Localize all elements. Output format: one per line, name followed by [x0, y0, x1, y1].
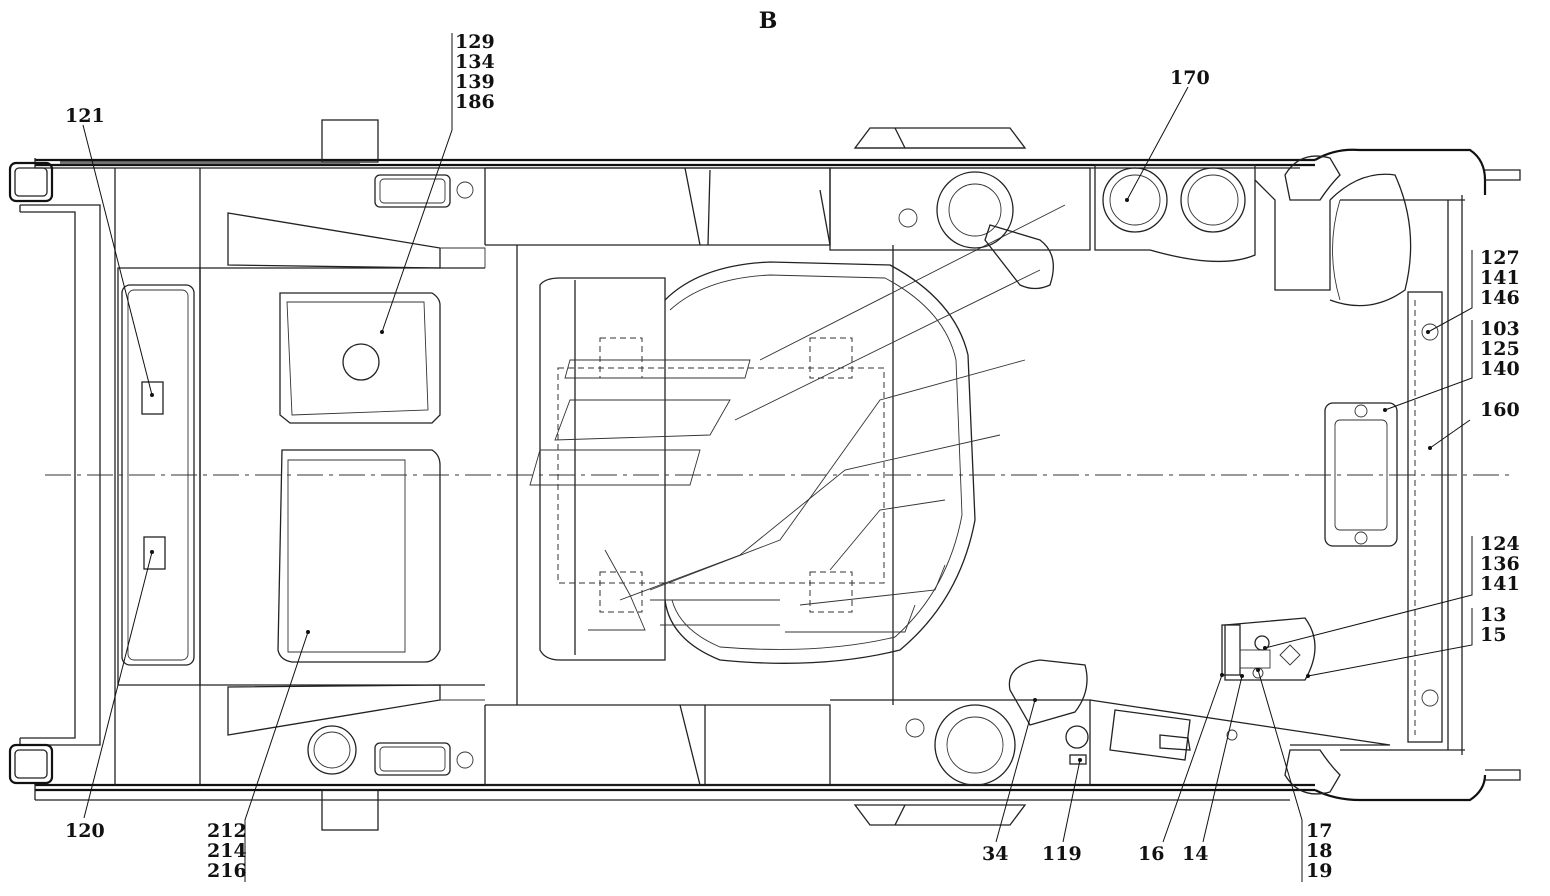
callout-16: 16 [1138, 843, 1164, 865]
callout-140: 140 [1480, 358, 1520, 380]
rear-panel [1324, 291, 1443, 743]
callout-124: 124 [1480, 533, 1520, 555]
callout-120: 120 [65, 820, 105, 842]
callout-216: 216 [207, 860, 247, 882]
callout-160: 160 [1480, 399, 1520, 421]
callout-labels: 121 129 134 139 186 170 127 141 146 103 … [65, 31, 1520, 882]
callout-103: 103 [1480, 318, 1520, 340]
callout-186: 186 [455, 91, 495, 113]
callout-214: 214 [207, 840, 247, 862]
callout-14: 14 [1182, 843, 1208, 865]
callout-139: 139 [455, 71, 495, 93]
callout-34: 34 [982, 843, 1008, 865]
callout-136: 136 [1480, 553, 1520, 575]
callout-129: 129 [455, 31, 495, 53]
callout-19: 19 [1306, 860, 1332, 882]
callout-15: 15 [1480, 624, 1506, 646]
operator-seat [529, 204, 1066, 664]
callout-212: 212 [207, 820, 247, 842]
callout-119: 119 [1042, 843, 1082, 865]
callout-18: 18 [1306, 840, 1332, 862]
callout-125: 125 [1480, 338, 1520, 360]
callout-121: 121 [65, 105, 105, 127]
callout-13: 13 [1480, 604, 1506, 626]
right-console [485, 164, 1412, 786]
callout-134: 134 [455, 51, 495, 73]
cab-frame [8, 119, 1521, 831]
callout-170: 170 [1170, 67, 1210, 89]
view-title: В [759, 8, 778, 34]
callout-146: 146 [1480, 287, 1520, 309]
callout-141a: 141 [1480, 267, 1520, 289]
leader-lines [82, 33, 1473, 882]
callout-141b: 141 [1480, 573, 1520, 595]
callout-17: 17 [1306, 820, 1332, 842]
callout-127: 127 [1480, 247, 1520, 269]
